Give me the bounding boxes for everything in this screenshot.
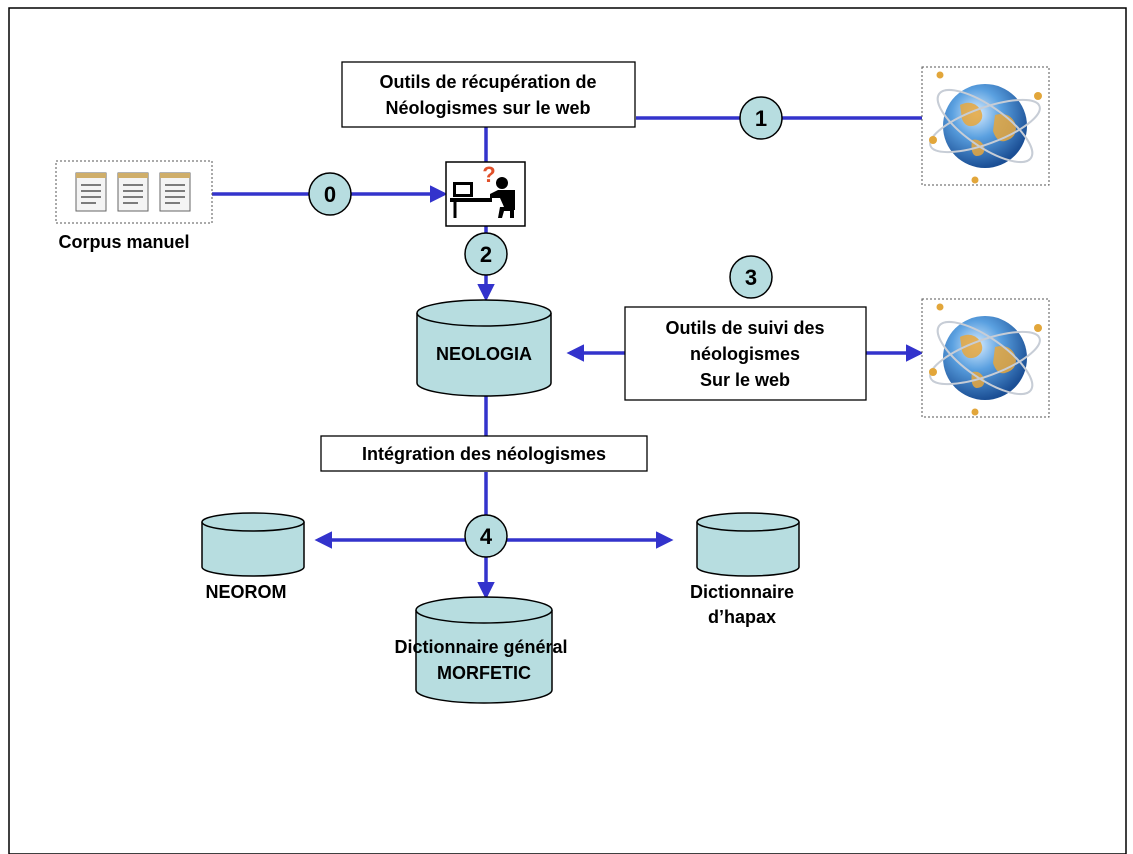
dict-general-line1: Dictionnaire général xyxy=(394,637,567,657)
person-at-computer-icon: ? xyxy=(445,161,526,227)
integration-label: Intégration des néologismes xyxy=(362,444,606,464)
slide-frame xyxy=(8,7,1127,854)
outils-recuperation-line1: Outils de récupération de xyxy=(379,72,596,92)
outils-recuperation-box: Outils de récupération de Néologismes su… xyxy=(341,61,636,128)
outils-suivi-line1: Outils de suivi des xyxy=(665,318,824,338)
dict-hapax-line2: d’hapax xyxy=(708,607,776,627)
step-4-marker: 4 xyxy=(464,514,508,558)
globe-icon xyxy=(921,66,1050,186)
corpus-manuel-label: Corpus manuel xyxy=(58,232,189,252)
morfetic-database xyxy=(415,596,553,704)
step-0-marker: 0 xyxy=(308,172,352,216)
step-2-marker: 2 xyxy=(464,232,508,276)
step-1-marker: 1 xyxy=(739,96,783,140)
neologia-database: NEOLOGIA xyxy=(416,299,552,397)
outils-suivi-line2: néologismes xyxy=(690,344,800,364)
neorom-label: NEOROM xyxy=(206,582,287,602)
step-2-number: 2 xyxy=(480,242,492,267)
outils-suivi-line3: Sur le web xyxy=(700,370,790,390)
neorom-database xyxy=(201,512,305,577)
document-icon xyxy=(55,160,213,224)
step-3-number: 3 xyxy=(745,265,757,290)
step-0-number: 0 xyxy=(324,182,336,207)
outils-suivi-box: Outils de suivi des néologismes Sur le w… xyxy=(624,306,867,401)
outils-recuperation-line2: Néologismes sur le web xyxy=(385,98,590,118)
neologia-label: NEOLOGIA xyxy=(436,344,532,364)
hapax-database xyxy=(696,512,800,577)
globe-icon xyxy=(921,298,1050,418)
dict-hapax-line1: Dictionnaire xyxy=(690,582,794,602)
integration-box: Intégration des néologismes xyxy=(320,435,648,472)
step-1-number: 1 xyxy=(755,106,767,131)
dict-general-line2: MORFETIC xyxy=(437,663,531,683)
step-3-marker: 3 xyxy=(729,255,773,299)
svg-text:?: ? xyxy=(482,162,495,187)
step-4-number: 4 xyxy=(480,524,493,549)
